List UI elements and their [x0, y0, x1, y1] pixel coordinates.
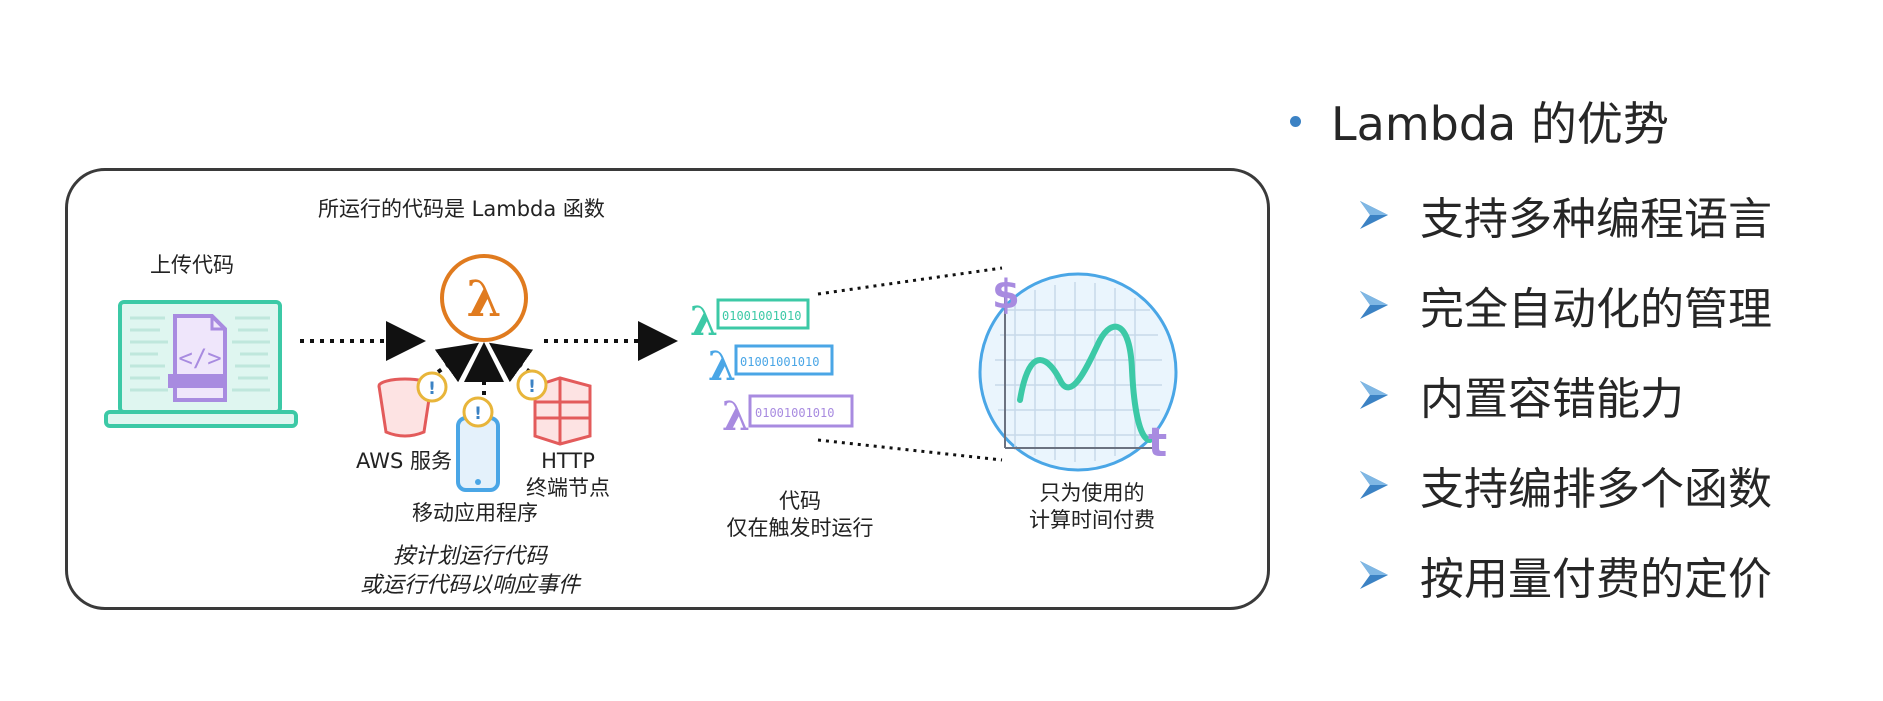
- arrow-bullet-icon: [1360, 201, 1388, 229]
- sub-bullet-text: 按用量付费的定价: [1420, 554, 1772, 605]
- http-endpoint-label: HTTP 终端节点: [526, 449, 610, 501]
- diagram-frame: [65, 168, 1270, 610]
- sub-bullet-item: 内置容错能力: [1358, 350, 1882, 440]
- arrow-bullet-icon: [1360, 561, 1388, 589]
- sub-bullet-text: 支持编排多个函数: [1420, 464, 1772, 515]
- schedule-label: 按计划运行代码 或运行代码以响应事件: [359, 544, 580, 598]
- advantages-list: Lambda 的优势 支持多种编程语言 完全自动化的管理 内置容错能力 支持编排…: [1282, 86, 1882, 620]
- diagram-title: 所运行的代码是 Lambda 函数: [318, 197, 605, 221]
- arrow-bullet-icon: [1360, 291, 1388, 319]
- bullet-dot-icon: [1290, 115, 1301, 127]
- sub-bullet-item: 完全自动化的管理: [1358, 260, 1882, 350]
- upload-code-label: 上传代码: [150, 253, 234, 277]
- arrow-bullet-icon: [1360, 471, 1388, 499]
- sub-bullet-item: 按用量付费的定价: [1358, 530, 1882, 620]
- main-bullet-text: Lambda 的优势: [1331, 97, 1669, 151]
- main-bullet: Lambda 的优势: [1282, 86, 1882, 156]
- code-run-label: 代码 仅在触发时运行: [726, 489, 874, 541]
- sub-bullet-item: 支持多种编程语言: [1358, 170, 1882, 260]
- arrow-bullet-icon: [1360, 381, 1388, 409]
- pay-compute-label: 只为使用的 计算时间付费: [1029, 481, 1155, 533]
- aws-service-label: AWS 服务: [356, 449, 452, 473]
- sub-bullet-text: 内置容错能力: [1420, 374, 1684, 425]
- mobile-app-label: 移动应用程序: [412, 501, 538, 525]
- sub-bullet-item: 支持编排多个函数: [1358, 440, 1882, 530]
- sub-bullet-text: 完全自动化的管理: [1420, 284, 1772, 335]
- sub-bullet-list: 支持多种编程语言 完全自动化的管理 内置容错能力 支持编排多个函数 按用量付费的…: [1282, 170, 1882, 620]
- sub-bullet-text: 支持多种编程语言: [1420, 194, 1772, 245]
